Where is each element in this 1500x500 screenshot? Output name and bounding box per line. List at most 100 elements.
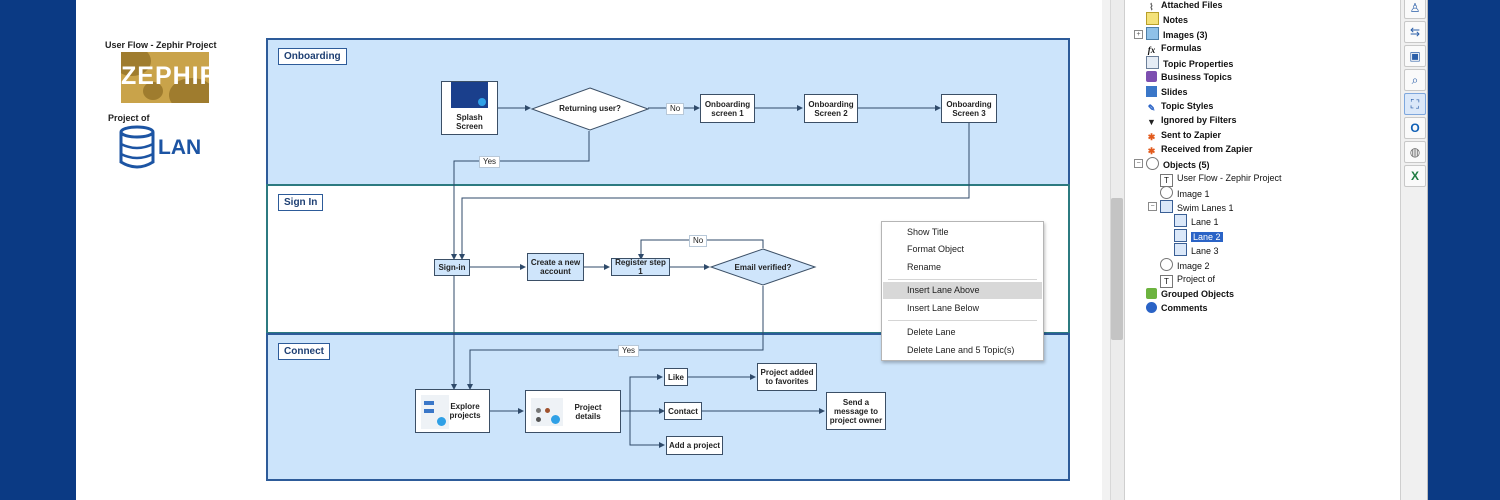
tree-item-notes[interactable]: Notes bbox=[1146, 12, 1188, 26]
edge-label-no: No bbox=[689, 235, 708, 247]
outlook-icon[interactable]: O bbox=[1404, 117, 1426, 139]
zapier-in-icon: ✱ bbox=[1147, 146, 1156, 156]
tree-item-image-1[interactable]: Image 1 bbox=[1160, 186, 1210, 200]
lane-context-menu: Show Title Format Object Rename Insert L… bbox=[881, 221, 1044, 361]
search-icon[interactable]: ⌕ bbox=[1404, 69, 1426, 91]
image-object-icon bbox=[1160, 258, 1173, 271]
menu-item-delete-lane-and-topics[interactable]: Delete Lane and 5 Topic(s) bbox=[907, 345, 1015, 355]
menu-item-rename[interactable]: Rename bbox=[907, 262, 942, 272]
menu-item-format-object[interactable]: Format Object bbox=[907, 244, 965, 254]
node-onboarding-screen-2[interactable]: Onboarding Screen 2 bbox=[804, 94, 858, 123]
tree-item-lane-3[interactable]: Lane 3 bbox=[1174, 243, 1219, 257]
tree-item-lane-1[interactable]: Lane 1 bbox=[1174, 214, 1219, 228]
properties-icon bbox=[1146, 56, 1159, 69]
decision-email-verified[interactable] bbox=[709, 248, 817, 288]
lane-icon bbox=[1174, 229, 1187, 242]
tree-item-comments[interactable]: Comments bbox=[1146, 301, 1208, 315]
lan-logo-text: LAN bbox=[158, 136, 201, 159]
person-icon[interactable]: ♙ bbox=[1404, 0, 1426, 19]
tree-item-slides[interactable]: Slides bbox=[1146, 85, 1188, 99]
menu-item-insert-lane-below[interactable]: Insert Lane Below bbox=[907, 303, 980, 313]
decision-returning-user[interactable] bbox=[530, 87, 650, 131]
zephir-logo-text: ZEPHIR bbox=[121, 62, 209, 90]
node-send-message[interactable]: Send a message to project owner bbox=[826, 392, 886, 430]
tree-expander-swim-lanes[interactable]: − bbox=[1148, 202, 1157, 211]
tree-item-objects[interactable]: Objects (5) bbox=[1146, 157, 1210, 171]
edge-label-yes: Yes bbox=[618, 345, 640, 357]
fx-icon: fx bbox=[1147, 45, 1156, 55]
node-explore-projects[interactable]: Explore projects bbox=[415, 389, 490, 433]
menu-separator bbox=[888, 279, 1037, 280]
paperclip-icon: ⌇ bbox=[1149, 2, 1154, 12]
edge-label-yes: Yes bbox=[479, 156, 501, 168]
swimlanes-icon bbox=[1160, 200, 1173, 213]
globe-icon[interactable]: ◍ bbox=[1404, 141, 1426, 163]
node-register-step-1[interactable]: Register step 1 bbox=[611, 258, 670, 276]
tree-item-sent-to-zapier[interactable]: ✱Sent to Zapier bbox=[1147, 130, 1222, 142]
map-icon[interactable]: ▣ bbox=[1404, 45, 1426, 67]
node-onboarding-screen-1[interactable]: Onboarding screen 1 bbox=[700, 94, 755, 123]
zephir-logo[interactable]: ZEPHIR bbox=[121, 52, 209, 103]
share-icon[interactable]: ⇆ bbox=[1404, 21, 1426, 43]
menu-item-show-title[interactable]: Show Title bbox=[907, 227, 949, 237]
excel-icon[interactable]: X bbox=[1404, 165, 1426, 187]
tree-item-lane-2[interactable]: Lane 2 bbox=[1174, 229, 1223, 243]
diagram-title-label[interactable]: User Flow - Zephir Project bbox=[105, 40, 217, 50]
lane-title-sign-in[interactable]: Sign In bbox=[278, 194, 324, 211]
tree-expander-images[interactable]: + bbox=[1134, 30, 1143, 39]
lane-title-connect[interactable]: Connect bbox=[278, 343, 330, 360]
image-object-icon bbox=[1160, 186, 1173, 199]
lan-logo-icon: LAN bbox=[119, 125, 201, 169]
grouped-icon bbox=[1146, 288, 1157, 299]
lane-icon bbox=[1174, 243, 1187, 256]
menu-item-insert-lane-above[interactable]: Insert Lane Above bbox=[883, 282, 1042, 299]
node-like[interactable]: Like bbox=[664, 368, 688, 386]
tree-item-images[interactable]: Images (3) bbox=[1146, 27, 1208, 41]
node-sign-in[interactable]: Sign-in bbox=[434, 259, 470, 276]
menu-separator bbox=[888, 320, 1037, 321]
tree-item-grouped-objects[interactable]: Grouped Objects bbox=[1146, 287, 1234, 301]
node-project-details[interactable]: Project details bbox=[525, 390, 621, 433]
node-add-project[interactable]: Add a project bbox=[666, 436, 723, 455]
tree-item-topic-styles[interactable]: ✎Topic Styles bbox=[1147, 101, 1214, 113]
edge-label-no: No bbox=[666, 103, 685, 115]
tree-item-business-topics[interactable]: Business Topics bbox=[1146, 70, 1232, 84]
magnifier-icon bbox=[478, 98, 486, 106]
zapier-out-icon: ✱ bbox=[1147, 132, 1156, 142]
node-create-account[interactable]: Create a new account bbox=[527, 253, 584, 281]
project-of-label[interactable]: Project of bbox=[108, 113, 150, 123]
lane-icon bbox=[1174, 214, 1187, 227]
tree-expander-objects[interactable]: − bbox=[1134, 159, 1143, 168]
tree-item-topic-properties[interactable]: Topic Properties bbox=[1146, 56, 1233, 70]
slides-icon bbox=[1146, 86, 1157, 97]
window-frame-right bbox=[1427, 0, 1500, 500]
tree-item-received-from-zapier[interactable]: ✱Received from Zapier bbox=[1147, 144, 1253, 156]
objects-icon bbox=[1146, 157, 1159, 170]
tree-item-ignored-by-filters[interactable]: ▼Ignored by Filters bbox=[1147, 115, 1237, 127]
images-icon bbox=[1146, 27, 1159, 40]
node-contact[interactable]: Contact bbox=[664, 402, 702, 420]
node-project-details-label: Project details bbox=[574, 402, 602, 421]
business-topics-icon bbox=[1146, 71, 1157, 82]
menu-item-delete-lane[interactable]: Delete Lane bbox=[907, 327, 956, 337]
node-splash-screen[interactable]: Splash Screen bbox=[441, 81, 498, 135]
node-project-added-favorites[interactable]: Project added to favorites bbox=[757, 363, 817, 391]
lane-title-onboarding[interactable]: Onboarding bbox=[278, 48, 347, 65]
vertical-scrollbar-thumb[interactable] bbox=[1111, 198, 1123, 340]
side-toolbar: ♙ ⇆ ▣ ⌕ ⛶ O ◍ X bbox=[1400, 0, 1428, 500]
fit-icon[interactable]: ⛶ bbox=[1404, 93, 1426, 115]
node-onboarding-screen-3[interactable]: Onboarding Screen 3 bbox=[941, 94, 997, 123]
topic-tree-panel bbox=[1124, 0, 1401, 500]
splash-thumbnail bbox=[451, 82, 488, 108]
tree-item-attached-files[interactable]: ⌇Attached Files bbox=[1146, 0, 1222, 12]
canvas-gutter bbox=[1102, 0, 1110, 500]
lan-logo[interactable]: LAN bbox=[118, 124, 213, 172]
text-object-icon: T bbox=[1160, 275, 1173, 288]
tree-item-image-2[interactable]: Image 2 bbox=[1160, 258, 1210, 272]
tree-item-swim-lanes-1[interactable]: Swim Lanes 1 bbox=[1160, 200, 1234, 214]
magnifier-icon bbox=[437, 417, 446, 426]
filter-icon: ▼ bbox=[1147, 117, 1156, 127]
